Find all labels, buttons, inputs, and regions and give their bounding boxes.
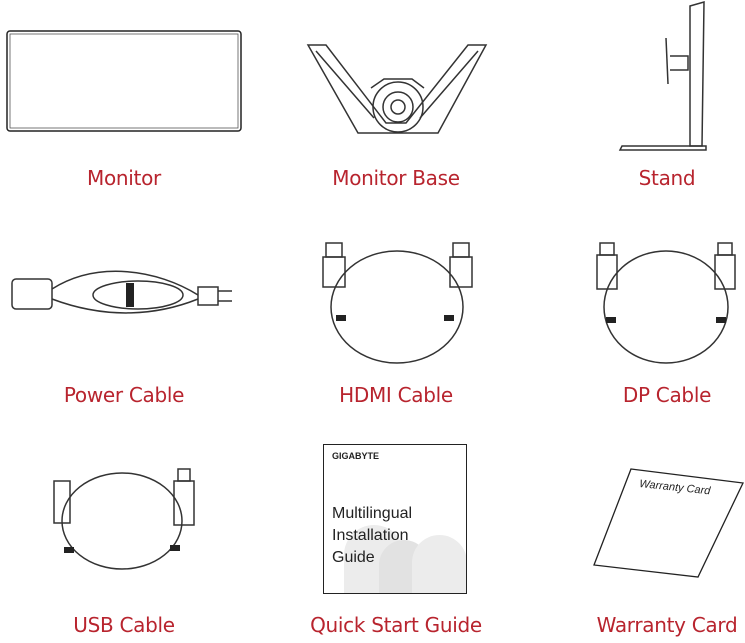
dp-cable-illustration: [596, 242, 736, 364]
guide-title-line-1: Multilingual: [332, 505, 413, 522]
item-label-stand: Stand: [638, 166, 696, 190]
monitor-illustration: [6, 30, 242, 132]
monitor-base-illustration: [306, 44, 488, 134]
item-label-monitor-base: Monitor Base: [332, 166, 460, 190]
guide-brand-logo: GIGABYTE: [332, 451, 380, 461]
hdmi-cable-illustration: [322, 242, 473, 364]
item-label-hdmi-cable: HDMI Cable: [339, 383, 453, 407]
item-label-power-cable: Power Cable: [63, 383, 185, 407]
item-label-monitor: Monitor: [87, 166, 161, 190]
item-label-usb-cable: USB Cable: [73, 613, 175, 637]
quick-start-guide-illustration: GIGABYTE Multilingual Installation Guide: [323, 444, 467, 594]
power-cable-illustration: [11, 270, 232, 314]
item-label-quick-start-guide: Quick Start Guide: [310, 613, 482, 637]
item-label-dp-cable: DP Cable: [622, 383, 712, 407]
usb-cable-illustration: [53, 468, 195, 570]
stand-illustration: [618, 1, 707, 151]
warranty-card-illustration: [593, 468, 744, 578]
guide-title-line-3: Guide: [332, 549, 375, 566]
guide-title: Multilingual Installation Guide: [332, 503, 412, 569]
item-label-warranty-card: Warranty Card: [596, 613, 738, 637]
guide-title-line-2: Installation: [332, 527, 409, 544]
